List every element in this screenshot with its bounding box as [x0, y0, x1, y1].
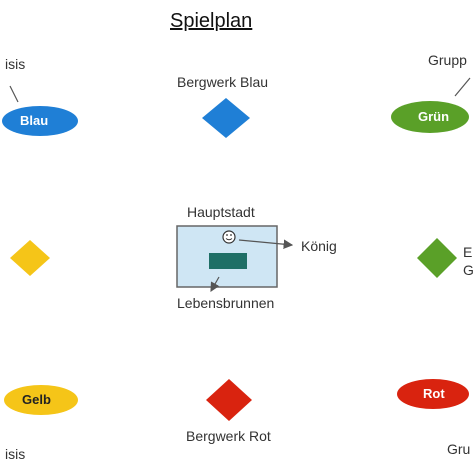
base-blau-oval: [2, 106, 78, 136]
base-blau-label: Blau: [20, 113, 49, 128]
mine-rot-label: Bergwerk Rot: [186, 428, 271, 444]
base-rot-label: Rot: [423, 386, 445, 401]
lebensbrunnen-label: Lebensbrunnen: [177, 295, 275, 311]
mine-blau-label: Bergwerk Blau: [177, 74, 269, 90]
lebensbrunnen-shape: [209, 253, 247, 269]
base-gelb-oval: [4, 385, 78, 415]
base-gelb-label: Gelb: [22, 392, 51, 407]
bottom-right-partial-label: Gru: [447, 441, 471, 457]
koenig-label: König: [301, 238, 337, 254]
top-right-connector-line: [454, 77, 471, 97]
base-gruen-mid-diamond: [417, 238, 457, 278]
bottom-left-partial-label: isis: [5, 446, 26, 462]
base-gruen-label: Grün: [418, 109, 450, 124]
mine-rot-diamond: [206, 379, 252, 421]
smiley-face-icon: [222, 230, 236, 244]
capital-title: Hauptstadt: [187, 204, 255, 220]
mid-right-partial-label-2: G: [463, 262, 473, 278]
base-rot-oval: [397, 379, 469, 409]
page-title: Spielplan: [170, 10, 253, 32]
top-right-partial-label: Grupp: [428, 52, 467, 68]
mid-right-partial-label-1: E: [463, 244, 473, 260]
base-gruen-oval: [391, 101, 469, 133]
koenig-arrow: [238, 239, 294, 249]
lebensbrunnen-arrow: [210, 276, 220, 293]
mine-blau-diamond: [202, 98, 250, 138]
base-gelb-mid-diamond: [10, 240, 50, 276]
top-left-connector-line: [9, 85, 19, 103]
top-left-partial-label: isis: [5, 56, 26, 72]
